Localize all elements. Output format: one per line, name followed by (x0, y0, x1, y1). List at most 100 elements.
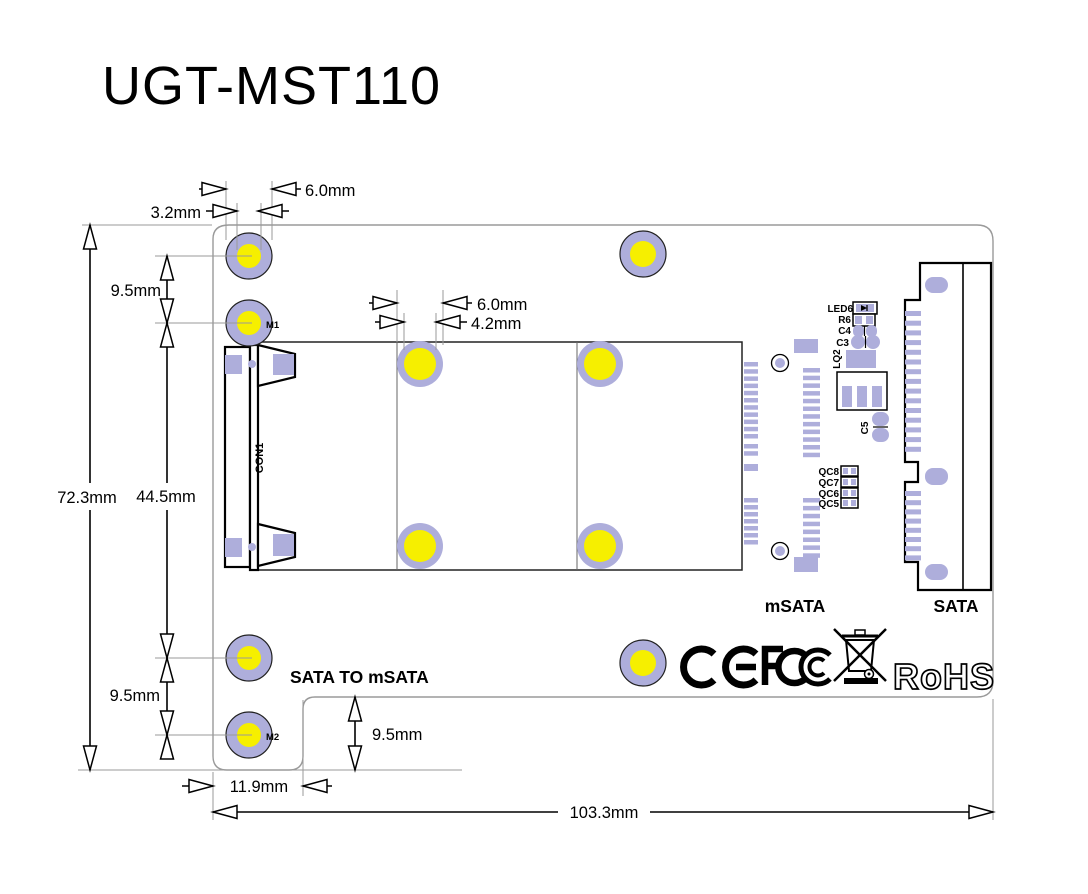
silk-msata-label: mSATA (765, 596, 826, 616)
component-r6 (852, 313, 876, 327)
silk-m1-label: M1 (266, 320, 280, 331)
connector-pin-pad (905, 555, 921, 561)
dim-board-width: 103.3mm (570, 804, 639, 822)
connector-pin-pad (744, 426, 758, 432)
module-hole (397, 523, 443, 569)
ref-qc6: QC6 (818, 489, 839, 500)
weee-bin-icon (833, 628, 887, 684)
connector-pin-pad (905, 398, 921, 404)
connector-pin-pad (803, 445, 820, 450)
msata-standoff-hole (770, 353, 790, 373)
connector-pin-pad (803, 383, 820, 388)
ref-c4: C4 (838, 326, 851, 337)
connector-pin-pad (744, 451, 758, 456)
component-c4 (853, 325, 877, 337)
dim-pad-outer-mid: 6.0mm (477, 296, 527, 314)
connector-pin-pad (905, 311, 921, 316)
connector-pin-pad (905, 369, 921, 375)
module-hole (397, 341, 443, 387)
connector-pin-pad (803, 421, 820, 427)
dim-drill-mid: 4.2mm (471, 315, 521, 333)
connector-pin-pad (744, 383, 758, 389)
connector-pin-pad (744, 464, 758, 471)
ce-mark-icon (680, 645, 759, 689)
ref-lq2: LQ2 (832, 349, 843, 369)
connector-pin-pad (744, 519, 758, 524)
connector-pin-pad (744, 505, 758, 510)
connector-pin-pad (803, 545, 820, 550)
connector-pin-pad (905, 546, 921, 552)
component-c3 (851, 335, 880, 349)
dim-tab-width: 11.9mm (230, 778, 288, 796)
con1-label: CON1 (254, 443, 266, 474)
connector-pin-pad (744, 398, 758, 403)
connector-pin-pad (803, 553, 820, 558)
connector-pin-pad (744, 526, 758, 531)
connector-pin-pad (803, 498, 820, 503)
dim-hole-pitch-top: 9.5mm (111, 282, 161, 300)
connector-pin-pad (803, 398, 820, 404)
connector-pin-pad (803, 414, 820, 419)
connector-pin-pad (905, 388, 921, 394)
component-transistor-outline (836, 371, 888, 411)
dim-step-height: 9.5mm (372, 726, 422, 744)
ref-c3: C3 (836, 338, 849, 349)
connector-pin-pad (905, 500, 921, 506)
connector-pin-pad (905, 427, 921, 433)
ref-qc5: QC5 (818, 499, 839, 510)
connector-pin-pad (744, 444, 758, 449)
connector-pin-pad (803, 368, 820, 373)
connector-pin-pad (744, 362, 758, 367)
connector-pin-pad (744, 434, 758, 439)
module-hole (577, 523, 623, 569)
dim-board-height: 72.3mm (57, 489, 117, 507)
connector-pin-pad (905, 340, 921, 346)
msata-standoff-hole (770, 541, 790, 561)
connector-pin-pad (744, 419, 758, 425)
connector-pin-pad (905, 378, 921, 384)
page-title: UGT-MST110 (102, 56, 441, 116)
connector-pin-pad (905, 537, 921, 542)
connector-pin-pad (744, 512, 758, 517)
ref-led6: LED6 (827, 304, 853, 315)
msata-edge-fingers (744, 362, 758, 545)
dim-pad-outer-top: 6.0mm (305, 182, 355, 200)
connector-pin-pad (744, 405, 758, 410)
connector-pin-pad (803, 375, 820, 381)
connector-pin-pad (905, 446, 921, 452)
mounting-hole (619, 639, 667, 687)
mounting-hole (619, 230, 667, 278)
msata-module-outline (256, 341, 743, 571)
connector-pin-pad (744, 376, 758, 381)
connector-pin-pad (905, 491, 921, 496)
silk-sata-label: SATA (933, 596, 978, 616)
connector-pin-pad (803, 529, 820, 535)
silk-m2-label: M2 (266, 732, 279, 743)
connector-pin-pad (803, 452, 820, 458)
connector-pin-pad (744, 390, 758, 396)
connector-pin-pad (905, 527, 921, 533)
component-lq2 (846, 350, 876, 368)
ref-qc8: QC8 (818, 467, 839, 478)
dim-hole-pitch-bottom: 9.5mm (110, 687, 160, 705)
ref-qc7: QC7 (818, 478, 839, 489)
connector-pin-pad (905, 437, 921, 443)
dimension-lines (82, 181, 994, 820)
connector-pin-pad (803, 437, 820, 442)
connector-pin-pad (744, 412, 758, 417)
connector-pin-pad (905, 349, 921, 355)
connector-pin-pad (803, 513, 820, 519)
rohs-mark-text: RoHS (893, 656, 995, 697)
dim-drill-top: 3.2mm (151, 204, 201, 222)
connector-pin-pad (905, 417, 921, 423)
ref-r6: R6 (838, 315, 851, 326)
component-qc-resistors (840, 465, 859, 509)
connector-pin-pad (803, 406, 820, 411)
silk-product-label: SATA TO mSATA (290, 667, 429, 687)
connector-pin-pad (803, 537, 820, 542)
module-hole (577, 341, 623, 387)
component-c5 (872, 412, 889, 442)
connector-pin-pad (905, 330, 921, 336)
connector-pin-pad (905, 509, 921, 515)
